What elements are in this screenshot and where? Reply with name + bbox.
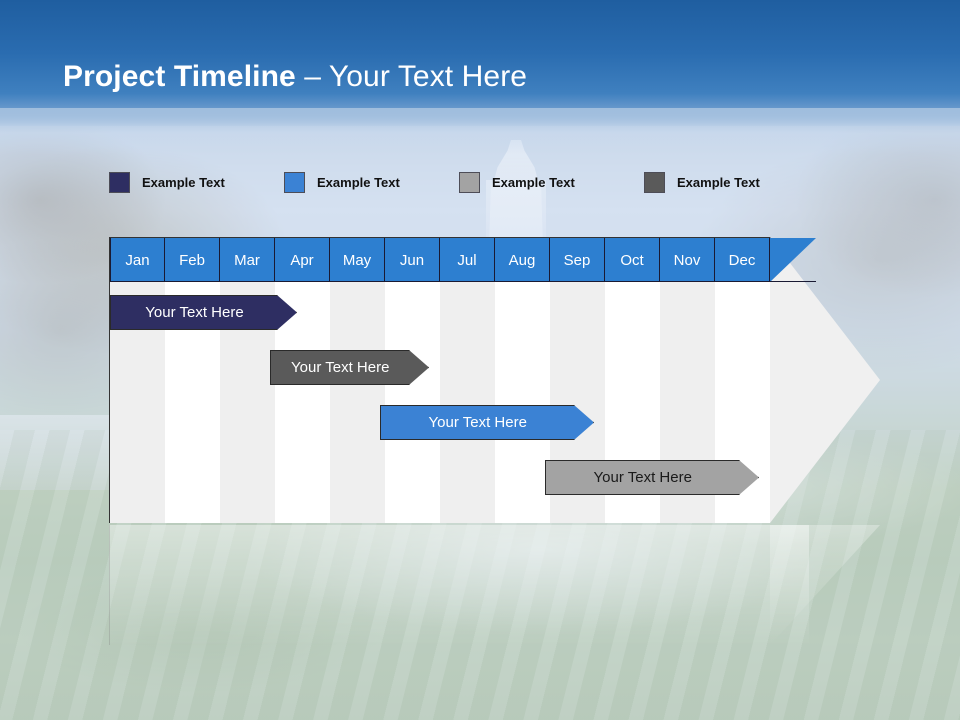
month-header-dec[interactable]: Dec	[715, 238, 770, 282]
task-bar-3[interactable]: Your Text Here	[379, 405, 595, 440]
header-fade	[0, 108, 960, 154]
month-header-nov[interactable]: Nov	[660, 238, 715, 282]
page-title-bold: Project Timeline	[63, 60, 296, 93]
month-header-apr[interactable]: Apr	[275, 238, 330, 282]
task-bar-label: Your Text Here	[291, 359, 390, 376]
legend-item-3[interactable]: Example Text	[459, 170, 575, 194]
month-column-jan	[110, 238, 165, 523]
header-band	[0, 0, 960, 126]
month-column-jul	[440, 238, 495, 523]
task-bar-arrow-shape	[110, 295, 297, 330]
task-bar-arrow-shape	[544, 460, 759, 495]
legend-item-label: Example Text	[677, 174, 760, 190]
legend-item-label: Example Text	[492, 174, 575, 190]
month-header-oct[interactable]: Oct	[605, 238, 660, 282]
legend-item-4[interactable]: Example Text	[644, 170, 760, 194]
month-header-jan[interactable]: Jan	[110, 238, 165, 282]
month-header-feb[interactable]: Feb	[165, 238, 220, 282]
header-underline	[110, 281, 816, 282]
task-bar-arrow-shape	[269, 350, 429, 385]
task-bar-arrow-shape	[379, 405, 594, 440]
month-column-feb	[165, 238, 220, 523]
color-swatch-icon	[284, 171, 305, 193]
month-header-sep[interactable]: Sep	[550, 238, 605, 282]
month-header-jun[interactable]: Jun	[385, 238, 440, 282]
page-title-rest: – Your Text Here	[295, 60, 528, 93]
legend-item-1[interactable]: Example Text	[109, 170, 225, 194]
legend-item-label: Example Text	[317, 174, 400, 190]
task-bar-label: Your Text Here	[145, 304, 244, 321]
legend: Example Text Example Text Example Text E…	[109, 170, 829, 194]
color-swatch-icon	[459, 171, 480, 193]
month-header-mar[interactable]: Mar	[220, 238, 275, 282]
task-bar-2[interactable]: Your Text Here	[269, 350, 430, 385]
month-column-aug	[495, 238, 550, 523]
task-bar-label: Your Text Here	[593, 469, 692, 486]
chart-reflection	[109, 525, 809, 645]
legend-item-2[interactable]: Example Text	[284, 170, 400, 194]
task-bar-label: Your Text Here	[428, 414, 527, 431]
page-title: Project Timeline – Your Text Here	[63, 60, 527, 94]
month-header-may[interactable]: May	[330, 238, 385, 282]
legend-item-label: Example Text	[142, 174, 225, 190]
month-header-jul[interactable]: Jul	[440, 238, 495, 282]
task-bar-1[interactable]: Your Text Here	[110, 295, 297, 330]
month-column-mar	[220, 238, 275, 523]
month-header-aug[interactable]: Aug	[495, 238, 550, 282]
color-swatch-icon	[644, 171, 665, 193]
color-swatch-icon	[109, 171, 130, 193]
task-bar-4[interactable]: Your Text Here	[544, 460, 760, 495]
